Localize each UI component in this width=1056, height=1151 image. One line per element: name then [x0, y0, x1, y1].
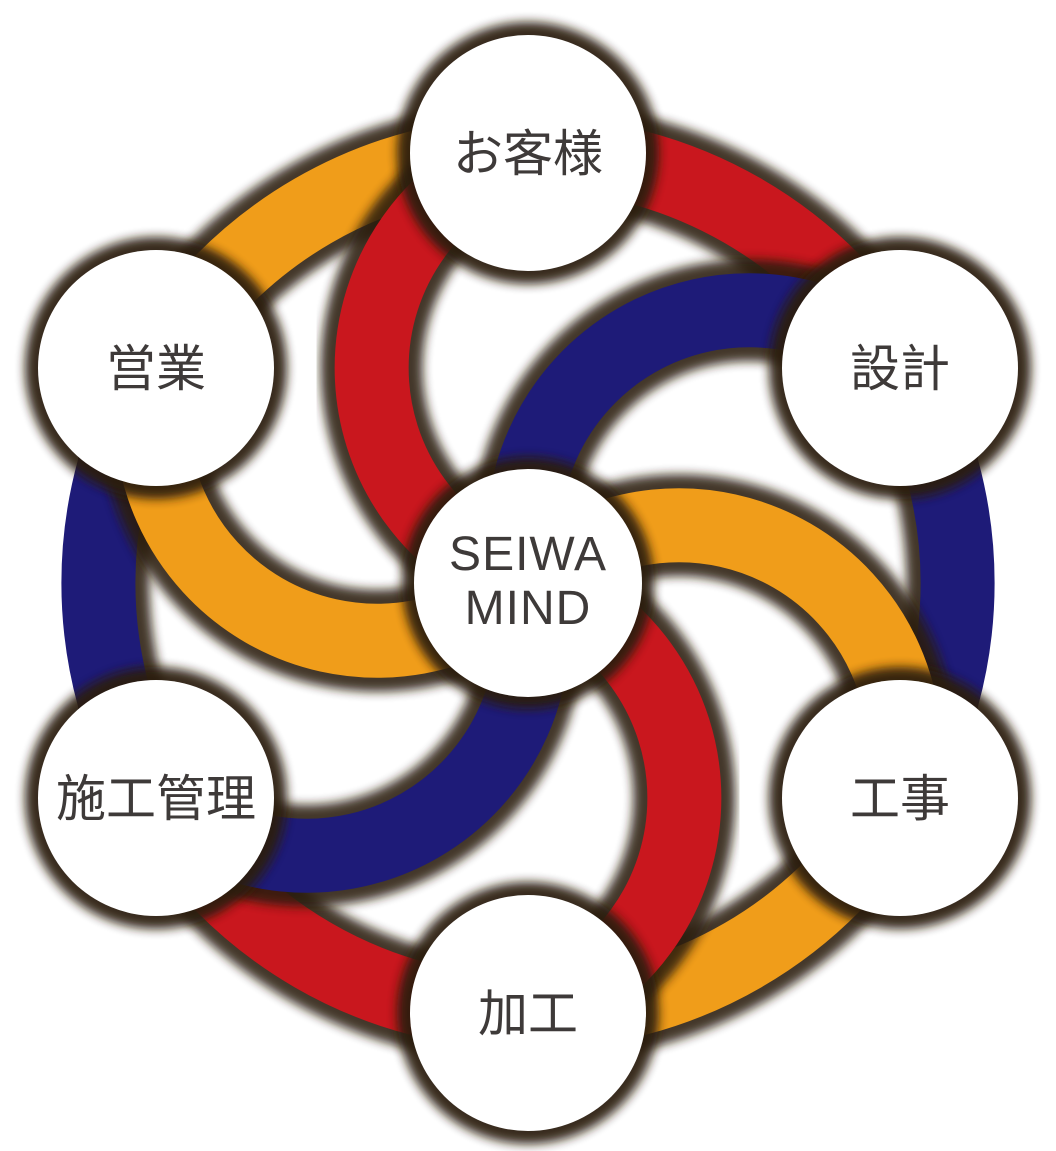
node-design: 設計 [769, 237, 1031, 499]
node-customer-label: お客様 [453, 126, 603, 182]
nodes: お客様 設計 工事 加工 施工管理 営業 [25, 22, 1031, 1144]
node-construction-management-label: 施工管理 [56, 771, 256, 827]
node-design-label: 設計 [850, 341, 950, 397]
node-center-label-line1: SEIWA [449, 528, 607, 581]
node-customer: お客様 [397, 22, 659, 284]
node-sales: 営業 [25, 237, 287, 499]
node-sales-label: 営業 [106, 341, 206, 397]
node-construction-label: 工事 [850, 771, 950, 827]
node-sales-circle [38, 250, 274, 486]
node-construction-management-circle [38, 680, 274, 916]
node-processing: 加工 [397, 882, 659, 1144]
node-processing-circle [410, 895, 646, 1131]
node-processing-label: 加工 [478, 986, 578, 1042]
node-design-circle [782, 250, 1018, 486]
node-customer-circle [410, 35, 646, 271]
node-construction: 工事 [769, 667, 1031, 929]
node-construction-circle [782, 680, 1018, 916]
node-center-circle [414, 469, 642, 697]
node-center-seiwa-mind: SEIWA MIND [402, 457, 654, 709]
node-center-label-line2: MIND [465, 582, 592, 635]
node-construction-management: 施工管理 [25, 667, 287, 929]
